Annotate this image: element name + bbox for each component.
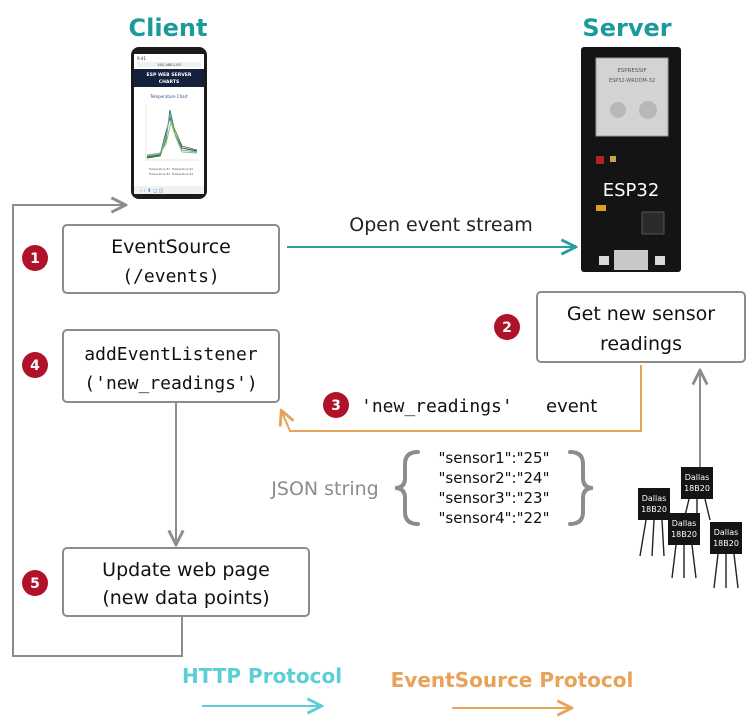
phone-icon: 9:41 192.168.1.93 ESP WEB SERVER CHARTS … — [131, 47, 207, 199]
sensor-icon: Dallas 18B20 — [638, 488, 670, 557]
legend-http-label: HTTP Protocol — [182, 664, 342, 688]
phone-legend-3: Temperature #3 — [149, 172, 170, 176]
step-2-badge: 2 — [494, 314, 520, 340]
sensor-3-label-line2: 18B20 — [671, 530, 697, 539]
svg-text:‹ › ⬆ ◻ ◫: ‹ › ⬆ ◻ ◫ — [140, 188, 164, 194]
step-5-line2: (new data points) — [102, 587, 269, 609]
board-label: ESP32 — [603, 180, 660, 201]
step-3-text: event — [546, 396, 597, 417]
step-1-line1: EventSource — [111, 236, 231, 258]
step-3-badge: 3 — [323, 392, 349, 418]
server-title: Server — [582, 14, 671, 42]
sensor-4-label-line1: Dallas — [714, 528, 739, 537]
step-2-number: 2 — [502, 320, 512, 336]
phone-legend-1: Temperature #1 — [149, 167, 170, 171]
sensor-3-label-line1: Dallas — [672, 519, 697, 528]
step-1-line2: (/events) — [122, 266, 220, 287]
json-open-brace — [394, 450, 420, 526]
step-3-code: 'new_readings' — [361, 396, 513, 417]
json-line-2: "sensor2":"24" — [439, 469, 550, 487]
json-line-4: "sensor4":"22" — [439, 509, 550, 527]
step-5-badge: 5 — [22, 570, 48, 596]
step-5-box: Update web page (new data points) — [62, 547, 310, 617]
step-4-number: 4 — [30, 358, 40, 374]
legend-eventsource-label: EventSource Protocol — [391, 668, 634, 692]
step-2-line2: readings — [600, 333, 682, 355]
phone-chart-title: Temperature Chart — [149, 94, 188, 99]
sensor-2-label-line2: 18B20 — [684, 484, 710, 493]
sensor-1-label-line1: Dallas — [642, 494, 667, 503]
step-1-box: EventSource (/events) — [62, 224, 280, 294]
phone-header-line2: CHARTS — [159, 79, 180, 85]
sensor-4-label-line2: 18B20 — [713, 539, 739, 548]
step-1-badge: 1 — [22, 245, 48, 271]
sensor-icon: Dallas 18B20 — [710, 522, 742, 589]
esp32-board-icon: ESPRESSIF ESP32-WROOM-32 ESP32 — [581, 47, 681, 272]
client-title: Client — [129, 14, 208, 42]
json-close-brace — [568, 450, 594, 526]
sensor-icon: Dallas 18B20 — [668, 513, 700, 579]
json-label: JSON string — [270, 478, 378, 500]
temperature-sensors-icon: Dallas 18B20 Dallas 18B20 Dallas 18B20 D… — [638, 467, 742, 589]
sensor-1-label-line2: 18B20 — [641, 505, 667, 514]
step-4-box: addEventListener ('new_readings') — [62, 329, 280, 403]
board-module-line1: ESPRESSIF — [617, 68, 646, 74]
phone-url: 192.168.1.93 — [157, 63, 180, 67]
open-stream-label: Open event stream — [349, 214, 533, 236]
sensor-icon: Dallas 18B20 — [681, 467, 713, 521]
step-2-box: Get new sensor readings — [536, 291, 746, 363]
loop-back-arrow — [12, 205, 183, 657]
step-4-line1: addEventListener — [84, 344, 258, 365]
phone-header-line1: ESP WEB SERVER — [147, 72, 192, 78]
phone-status: 9:41 — [137, 56, 146, 61]
step-5-number: 5 — [30, 576, 40, 592]
step-4-badge: 4 — [22, 352, 48, 378]
sensor-2-label-line1: Dallas — [685, 473, 710, 482]
step-1-number: 1 — [30, 251, 40, 267]
json-line-1: "sensor1":"25" — [439, 449, 550, 467]
json-line-3: "sensor3":"23" — [439, 489, 550, 507]
step-5-line1: Update web page — [102, 559, 270, 581]
phone-legend-2: Temperature #2 — [172, 167, 193, 171]
new-readings-event-arrow — [282, 365, 642, 432]
step-3-number: 3 — [331, 398, 341, 414]
step-2-line1: Get new sensor — [567, 303, 715, 325]
step-4-line2: ('new_readings') — [84, 373, 257, 394]
board-module-line2: ESP32-WROOM-32 — [609, 78, 655, 84]
phone-legend-4: Temperature #4 — [172, 172, 193, 176]
